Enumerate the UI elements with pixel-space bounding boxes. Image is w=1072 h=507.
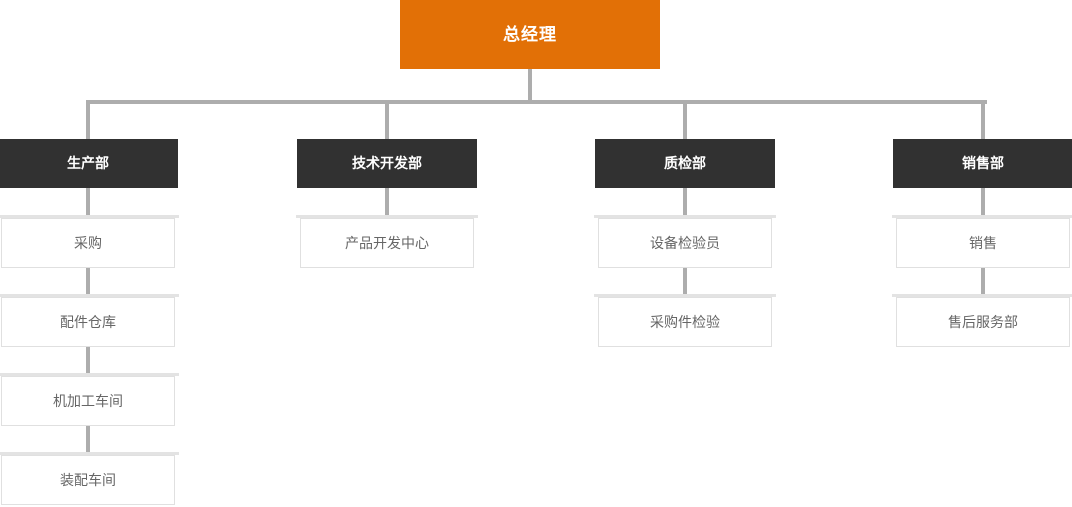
org-node-assembly-workshop[interactable]: 装配车间 — [0, 452, 179, 505]
org-node-product-development-center[interactable]: 产品开发中心 — [296, 215, 478, 268]
org-node-sales[interactable]: 销售 — [892, 215, 1072, 268]
org-node-sales-dept[interactable]: 销售部 — [893, 139, 1072, 188]
connector-bus — [86, 100, 987, 104]
connector-line — [86, 426, 90, 455]
org-node-parts-warehouse[interactable]: 配件仓库 — [0, 294, 179, 347]
connector-root-stem — [528, 69, 532, 100]
connector-line — [981, 268, 985, 297]
org-node-production-dept[interactable]: 生产部 — [0, 139, 178, 188]
org-node-general-manager[interactable]: 总经理 — [400, 0, 660, 69]
connector-drop — [86, 104, 90, 139]
connector-line — [86, 347, 90, 376]
connector-drop — [981, 104, 985, 139]
connector-line — [981, 188, 985, 218]
org-node-tech-development-dept[interactable]: 技术开发部 — [297, 139, 477, 188]
connector-line — [385, 188, 389, 218]
connector-line — [86, 188, 90, 218]
org-node-procurement[interactable]: 采购 — [0, 215, 179, 268]
connector-drop — [683, 104, 687, 139]
org-node-after-sales-service[interactable]: 售后服务部 — [892, 294, 1072, 347]
org-node-equipment-inspector[interactable]: 设备检验员 — [594, 215, 776, 268]
connector-line — [683, 188, 687, 218]
org-node-machining-workshop[interactable]: 机加工车间 — [0, 373, 179, 426]
connector-line — [86, 268, 90, 297]
connector-line — [683, 268, 687, 297]
connector-drop — [385, 104, 389, 139]
org-node-quality-inspection-dept[interactable]: 质检部 — [595, 139, 775, 188]
org-node-purchased-parts-inspection[interactable]: 采购件检验 — [594, 294, 776, 347]
